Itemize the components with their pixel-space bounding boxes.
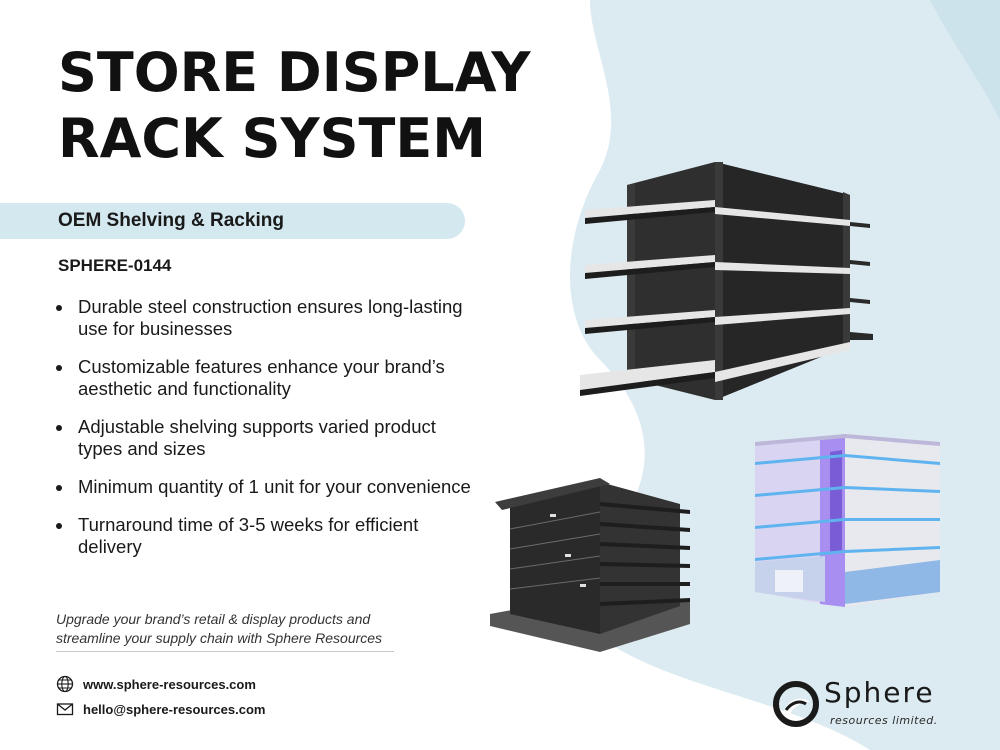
feature-text: Minimum quantity of 1 unit for your conv… [78, 476, 471, 497]
divider [56, 651, 394, 652]
bullet-icon [56, 365, 62, 371]
feature-item: Customizable features enhance your brand… [56, 356, 476, 400]
globe-icon [56, 675, 74, 693]
feature-item: Adjustable shelving supports varied prod… [56, 416, 476, 460]
envelope-icon [56, 703, 74, 716]
page-title: STORE DISPLAY RACK SYSTEM [58, 40, 530, 172]
feature-text: Durable steel construction ensures long-… [78, 296, 463, 339]
bullet-icon [56, 305, 62, 311]
feature-text: Customizable features enhance your brand… [78, 356, 445, 399]
email-text: hello@sphere-resources.com [83, 701, 266, 717]
feature-text: Adjustable shelving supports varied prod… [78, 416, 436, 459]
lit-display-shelf-image [755, 434, 940, 607]
feature-item: Minimum quantity of 1 unit for your conv… [56, 476, 476, 498]
subtitle: OEM Shelving & Racking [58, 210, 284, 231]
title-line-1: STORE DISPLAY [58, 41, 531, 104]
subtitle-banner: OEM Shelving & Racking [0, 203, 465, 239]
title-line-2: RACK SYSTEM [58, 107, 486, 170]
brand-logo: Sphere resources limited. [772, 676, 982, 730]
website-link[interactable]: www.sphere-resources.com [56, 675, 256, 693]
bullet-icon [56, 523, 62, 529]
feature-text: Turnaround time of 3-5 weeks for efficie… [78, 514, 419, 557]
logo-subtext: resources limited. [830, 714, 938, 727]
product-code: SPHERE-0144 [58, 256, 172, 275]
sphere-logo-mark [773, 681, 819, 727]
email-link[interactable]: hello@sphere-resources.com [56, 700, 265, 718]
feature-list: Durable steel construction ensures long-… [56, 296, 476, 574]
logo-wordmark: Sphere [824, 676, 935, 709]
website-text: www.sphere-resources.com [83, 676, 256, 692]
gondola-shelf-image [580, 162, 873, 400]
corner-shelf-image [490, 478, 690, 652]
bullet-icon [56, 425, 62, 431]
tagline: Upgrade your brand’s retail & display pr… [56, 611, 383, 646]
bullet-icon [56, 485, 62, 491]
feature-item: Durable steel construction ensures long-… [56, 296, 476, 340]
feature-item: Turnaround time of 3-5 weeks for efficie… [56, 514, 476, 558]
